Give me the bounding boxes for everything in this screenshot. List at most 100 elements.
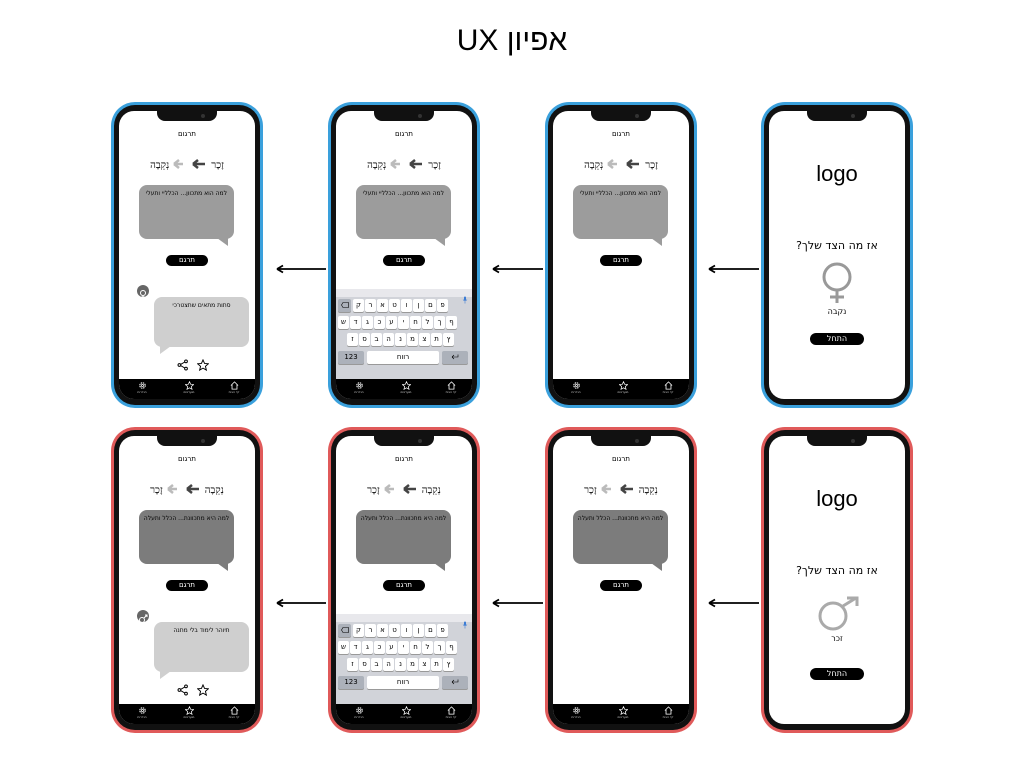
key[interactable]: א: [377, 299, 388, 312]
key[interactable]: ם: [425, 624, 436, 637]
key[interactable]: צ: [419, 333, 430, 346]
share-icon[interactable]: [177, 681, 197, 700]
input-bubble[interactable]: למה הוא מתכוון... הכלליי ותעלי: [356, 185, 451, 246]
key[interactable]: ט: [389, 624, 400, 637]
key[interactable]: ו: [401, 624, 412, 637]
key[interactable]: י: [398, 316, 409, 329]
microphone-icon[interactable]: [462, 614, 468, 633]
key[interactable]: ק: [353, 299, 364, 312]
key[interactable]: ג: [362, 641, 373, 654]
key[interactable]: ה: [383, 333, 394, 346]
key[interactable]: ד: [350, 316, 361, 329]
translate-button[interactable]: תרגם: [383, 580, 425, 591]
tab-settings[interactable]: הגדרות: [561, 381, 591, 394]
translate-button[interactable]: תרגם: [383, 255, 425, 266]
input-bubble[interactable]: למה הוא מתכוון... הכלליי ותעלי: [573, 185, 668, 246]
key[interactable]: ץ: [443, 658, 454, 671]
key[interactable]: כ: [374, 316, 385, 329]
input-bubble[interactable]: למה היא מתכוונת... הכלל ותעלה: [573, 510, 668, 571]
input-bubble[interactable]: למה היא מתכוונת... הכלל ותעלה: [356, 510, 451, 571]
key[interactable]: ט: [389, 299, 400, 312]
return-key[interactable]: [442, 351, 468, 364]
key[interactable]: ך: [434, 316, 445, 329]
key[interactable]: ד: [350, 641, 361, 654]
key[interactable]: ב: [371, 658, 382, 671]
key[interactable]: נ: [395, 333, 406, 346]
key[interactable]: ם: [425, 299, 436, 312]
key[interactable]: מ: [407, 658, 418, 671]
tab-favorites[interactable]: מועדפים: [608, 706, 638, 719]
key[interactable]: ז: [347, 658, 358, 671]
key[interactable]: ל: [422, 316, 433, 329]
key[interactable]: ן: [413, 624, 424, 637]
male-symbol-icon[interactable]: [817, 596, 861, 636]
backspace-key[interactable]: [338, 624, 351, 637]
tab-home[interactable]: דף הבית: [219, 706, 249, 719]
key[interactable]: פ: [437, 624, 448, 637]
key[interactable]: ר: [365, 299, 376, 312]
translate-button[interactable]: תרגם: [166, 580, 208, 591]
key[interactable]: ץ: [443, 333, 454, 346]
tab-favorites[interactable]: מועדפים: [391, 381, 421, 394]
key[interactable]: ת: [431, 333, 442, 346]
tab-favorites[interactable]: מועדפים: [391, 706, 421, 719]
key[interactable]: ה: [383, 658, 394, 671]
tab-settings[interactable]: הגדרות: [561, 706, 591, 719]
key[interactable]: פ: [437, 299, 448, 312]
key[interactable]: ס: [359, 333, 370, 346]
tab-home[interactable]: דף הבית: [436, 381, 466, 394]
favorite-star-icon[interactable]: [196, 681, 210, 700]
tab-settings[interactable]: הגדרות: [344, 381, 374, 394]
tab-home[interactable]: דף הבית: [653, 706, 683, 719]
key[interactable]: ס: [359, 658, 370, 671]
key[interactable]: ת: [431, 658, 442, 671]
favorite-star-icon[interactable]: [196, 356, 210, 375]
translate-button[interactable]: תרגם: [600, 580, 642, 591]
key[interactable]: ע: [386, 641, 397, 654]
key[interactable]: ף: [446, 316, 457, 329]
tab-settings[interactable]: הגדרות: [344, 706, 374, 719]
key[interactable]: כ: [374, 641, 385, 654]
key[interactable]: צ: [419, 658, 430, 671]
tab-favorites[interactable]: מועדפים: [608, 381, 638, 394]
key[interactable]: ג: [362, 316, 373, 329]
tab-favorites[interactable]: מועדפים: [174, 381, 204, 394]
share-icon[interactable]: [177, 356, 197, 375]
start-button[interactable]: התחל: [810, 668, 864, 680]
numbers-key[interactable]: 123: [338, 351, 364, 364]
tab-favorites[interactable]: מועדפים: [174, 706, 204, 719]
key[interactable]: ב: [371, 333, 382, 346]
tab-home[interactable]: דף הבית: [436, 706, 466, 719]
key[interactable]: ש: [338, 641, 349, 654]
key[interactable]: ח: [410, 641, 421, 654]
tab-home[interactable]: דף הבית: [653, 381, 683, 394]
translate-button[interactable]: תרגם: [600, 255, 642, 266]
key[interactable]: ע: [386, 316, 397, 329]
tab-settings[interactable]: הגדרות: [127, 381, 157, 394]
key[interactable]: ף: [446, 641, 457, 654]
space-key[interactable]: רווח: [367, 676, 439, 689]
key[interactable]: י: [398, 641, 409, 654]
key[interactable]: ר: [365, 624, 376, 637]
numbers-key[interactable]: 123: [338, 676, 364, 689]
key[interactable]: ך: [434, 641, 445, 654]
key[interactable]: נ: [395, 658, 406, 671]
key[interactable]: ן: [413, 299, 424, 312]
key[interactable]: ח: [410, 316, 421, 329]
key[interactable]: א: [377, 624, 388, 637]
tab-home[interactable]: דף הבית: [219, 381, 249, 394]
key[interactable]: ש: [338, 316, 349, 329]
input-bubble[interactable]: למה היא מתכוונת... הכלל ותעלה: [139, 510, 234, 571]
key[interactable]: ז: [347, 333, 358, 346]
backspace-key[interactable]: [338, 299, 351, 312]
key[interactable]: ו: [401, 299, 412, 312]
start-button[interactable]: התחל: [810, 333, 864, 345]
key[interactable]: ל: [422, 641, 433, 654]
microphone-icon[interactable]: [462, 289, 468, 308]
return-key[interactable]: [442, 676, 468, 689]
space-key[interactable]: רווח: [367, 351, 439, 364]
input-bubble[interactable]: למה הוא מתכוון... הכלליי ותעלי: [139, 185, 234, 246]
female-symbol-icon[interactable]: [817, 261, 857, 309]
key[interactable]: ק: [353, 624, 364, 637]
tab-settings[interactable]: הגדרות: [127, 706, 157, 719]
